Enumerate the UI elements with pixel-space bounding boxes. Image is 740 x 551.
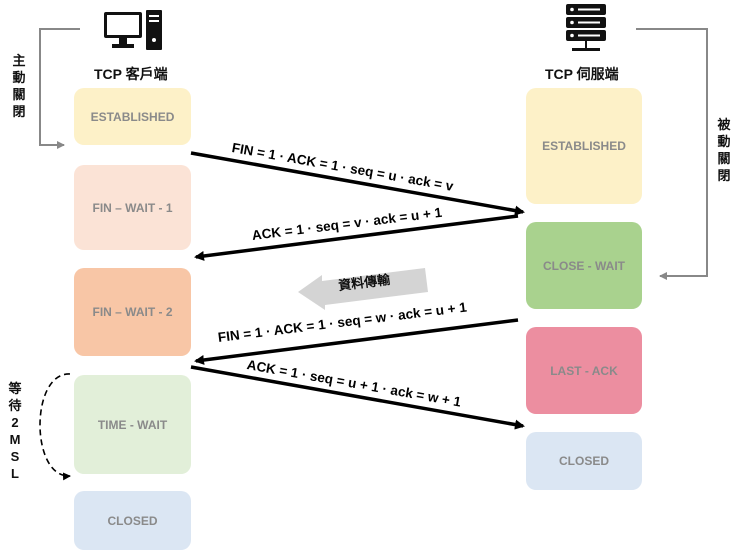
wait-2msl-label: 等待2MSL xyxy=(8,381,22,481)
server-icon xyxy=(564,4,612,54)
message-arrow-1 xyxy=(190,151,525,216)
server-side-label: 被動關閉 xyxy=(717,117,731,183)
client-state-fin-wait-2: FIN – WAIT - 2 xyxy=(74,268,191,356)
message-arrow-3 xyxy=(194,318,519,365)
client-state-fin-wait-1: FIN – WAIT - 1 xyxy=(74,165,191,250)
wait-2msl-curve xyxy=(39,373,71,481)
client-state-established: ESTABLISHED xyxy=(74,88,191,145)
data-transfer-arrow xyxy=(298,268,428,310)
server-title: TCP 伺服端 xyxy=(545,66,619,82)
client-close-connector xyxy=(39,28,80,149)
server-state-closed: CLOSED xyxy=(526,432,642,490)
client-title: TCP 客戶端 xyxy=(94,66,168,82)
server-close-connector xyxy=(636,28,708,280)
client-side-label: 主動關閉 xyxy=(12,53,26,119)
server-state-last-ack: LAST - ACK xyxy=(526,327,642,414)
client-state-closed: CLOSED xyxy=(74,491,191,550)
message-arrow-2 xyxy=(194,214,519,261)
server-state-close-wait: CLOSE - WAIT xyxy=(526,222,642,309)
message-arrow-4 xyxy=(190,365,525,430)
client-computer-icon xyxy=(104,10,164,54)
server-state-established: ESTABLISHED xyxy=(526,88,642,204)
client-state-time-wait: TIME - WAIT xyxy=(74,375,191,474)
